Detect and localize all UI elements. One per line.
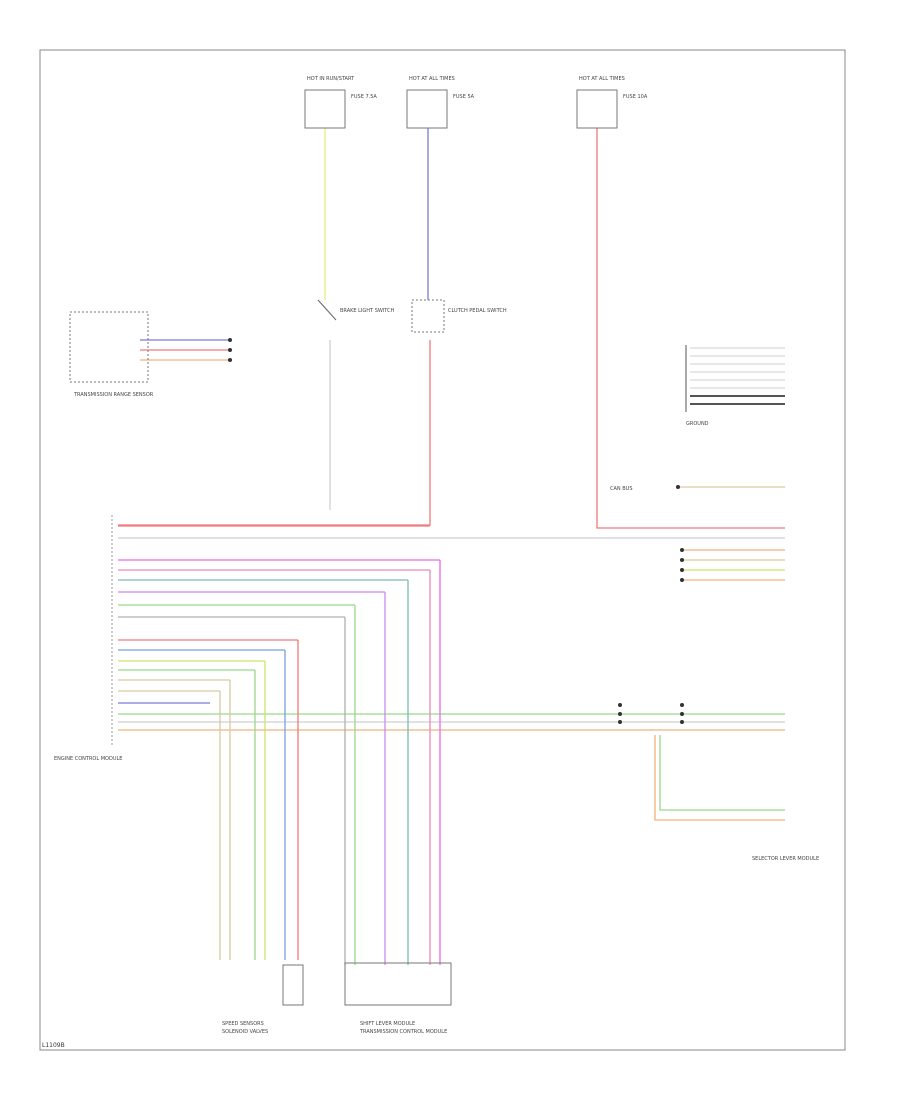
right-conn-dot-3 xyxy=(680,568,684,572)
engine-module-label: ENGINE CONTROL MODULE xyxy=(54,756,122,762)
trs-connector-3 xyxy=(228,358,232,362)
mid-conn-right-dot-3 xyxy=(680,720,684,724)
fuse-text-3: FUSE 10A xyxy=(623,94,648,100)
mid-conn-right-dot-2 xyxy=(680,712,684,716)
mid-conn-right-dot-1 xyxy=(680,703,684,707)
fuse-box-3 xyxy=(576,89,618,129)
document-id: L1109B xyxy=(42,1042,65,1049)
rear-sensors-label: SOLENOID VALVES xyxy=(222,1029,268,1035)
mid-conn-left-dot-2 xyxy=(618,712,622,716)
fuse-box-1 xyxy=(304,89,346,129)
wire-group xyxy=(118,128,785,965)
lower-right-wire-2 xyxy=(659,735,785,811)
right-conn-dot-4 xyxy=(680,578,684,582)
clutch-switch-box xyxy=(411,299,445,333)
fuse-text-1: FUSE 7.5A xyxy=(351,94,377,100)
transmission-sensor-box xyxy=(69,311,149,383)
shifter-module-label: SHIFT LEVER MODULE xyxy=(360,1021,415,1027)
fuse-header-2: HOT AT ALL TIMES xyxy=(409,76,455,82)
transmission-sensor-label: TRANSMISSION RANGE SENSOR xyxy=(73,392,154,398)
mid-conn-left-dot-3 xyxy=(618,720,622,724)
can-stub-dot xyxy=(676,485,680,489)
brake-switch-label: BRAKE LIGHT SWITCH xyxy=(340,308,395,314)
mid-conn-left-dot-1 xyxy=(618,703,622,707)
component-boxes xyxy=(69,89,687,1006)
lower-right-wire-1 xyxy=(654,735,785,821)
tcm-label: TRANSMISSION CONTROL MODULE xyxy=(359,1029,447,1035)
fuse-text-2: FUSE 5A xyxy=(453,94,475,100)
wire-clutch-out xyxy=(118,340,431,526)
trs-connector-2 xyxy=(228,348,232,352)
ground-label: GROUND xyxy=(686,421,709,427)
right-conn-dot-1 xyxy=(680,548,684,552)
right-conn-dot-2 xyxy=(680,558,684,562)
clutch-switch-label: CLUTCH PEDAL SWITCH xyxy=(448,308,507,314)
wire-right-feed xyxy=(596,128,785,529)
lower-right-module-label: SELECTOR LEVER MODULE xyxy=(752,856,819,862)
front-sensors-label: SPEED SENSORS xyxy=(222,1021,264,1027)
trs-connector-1 xyxy=(228,338,232,342)
can-bus-label: CAN BUS xyxy=(610,486,633,492)
page-frame xyxy=(39,49,846,1051)
fuse-header-1: HOT IN RUN/START xyxy=(307,76,355,82)
rear-sensor-box xyxy=(282,964,304,1006)
brake-switch-contact xyxy=(317,299,337,321)
shifter-module-box xyxy=(344,962,452,1006)
component-labels: HOT IN RUN/START FUSE 7.5A HOT AT ALL TIME… xyxy=(54,76,819,1035)
fuse-header-3: HOT AT ALL TIMES xyxy=(579,76,625,82)
fuse-box-2 xyxy=(406,89,448,129)
